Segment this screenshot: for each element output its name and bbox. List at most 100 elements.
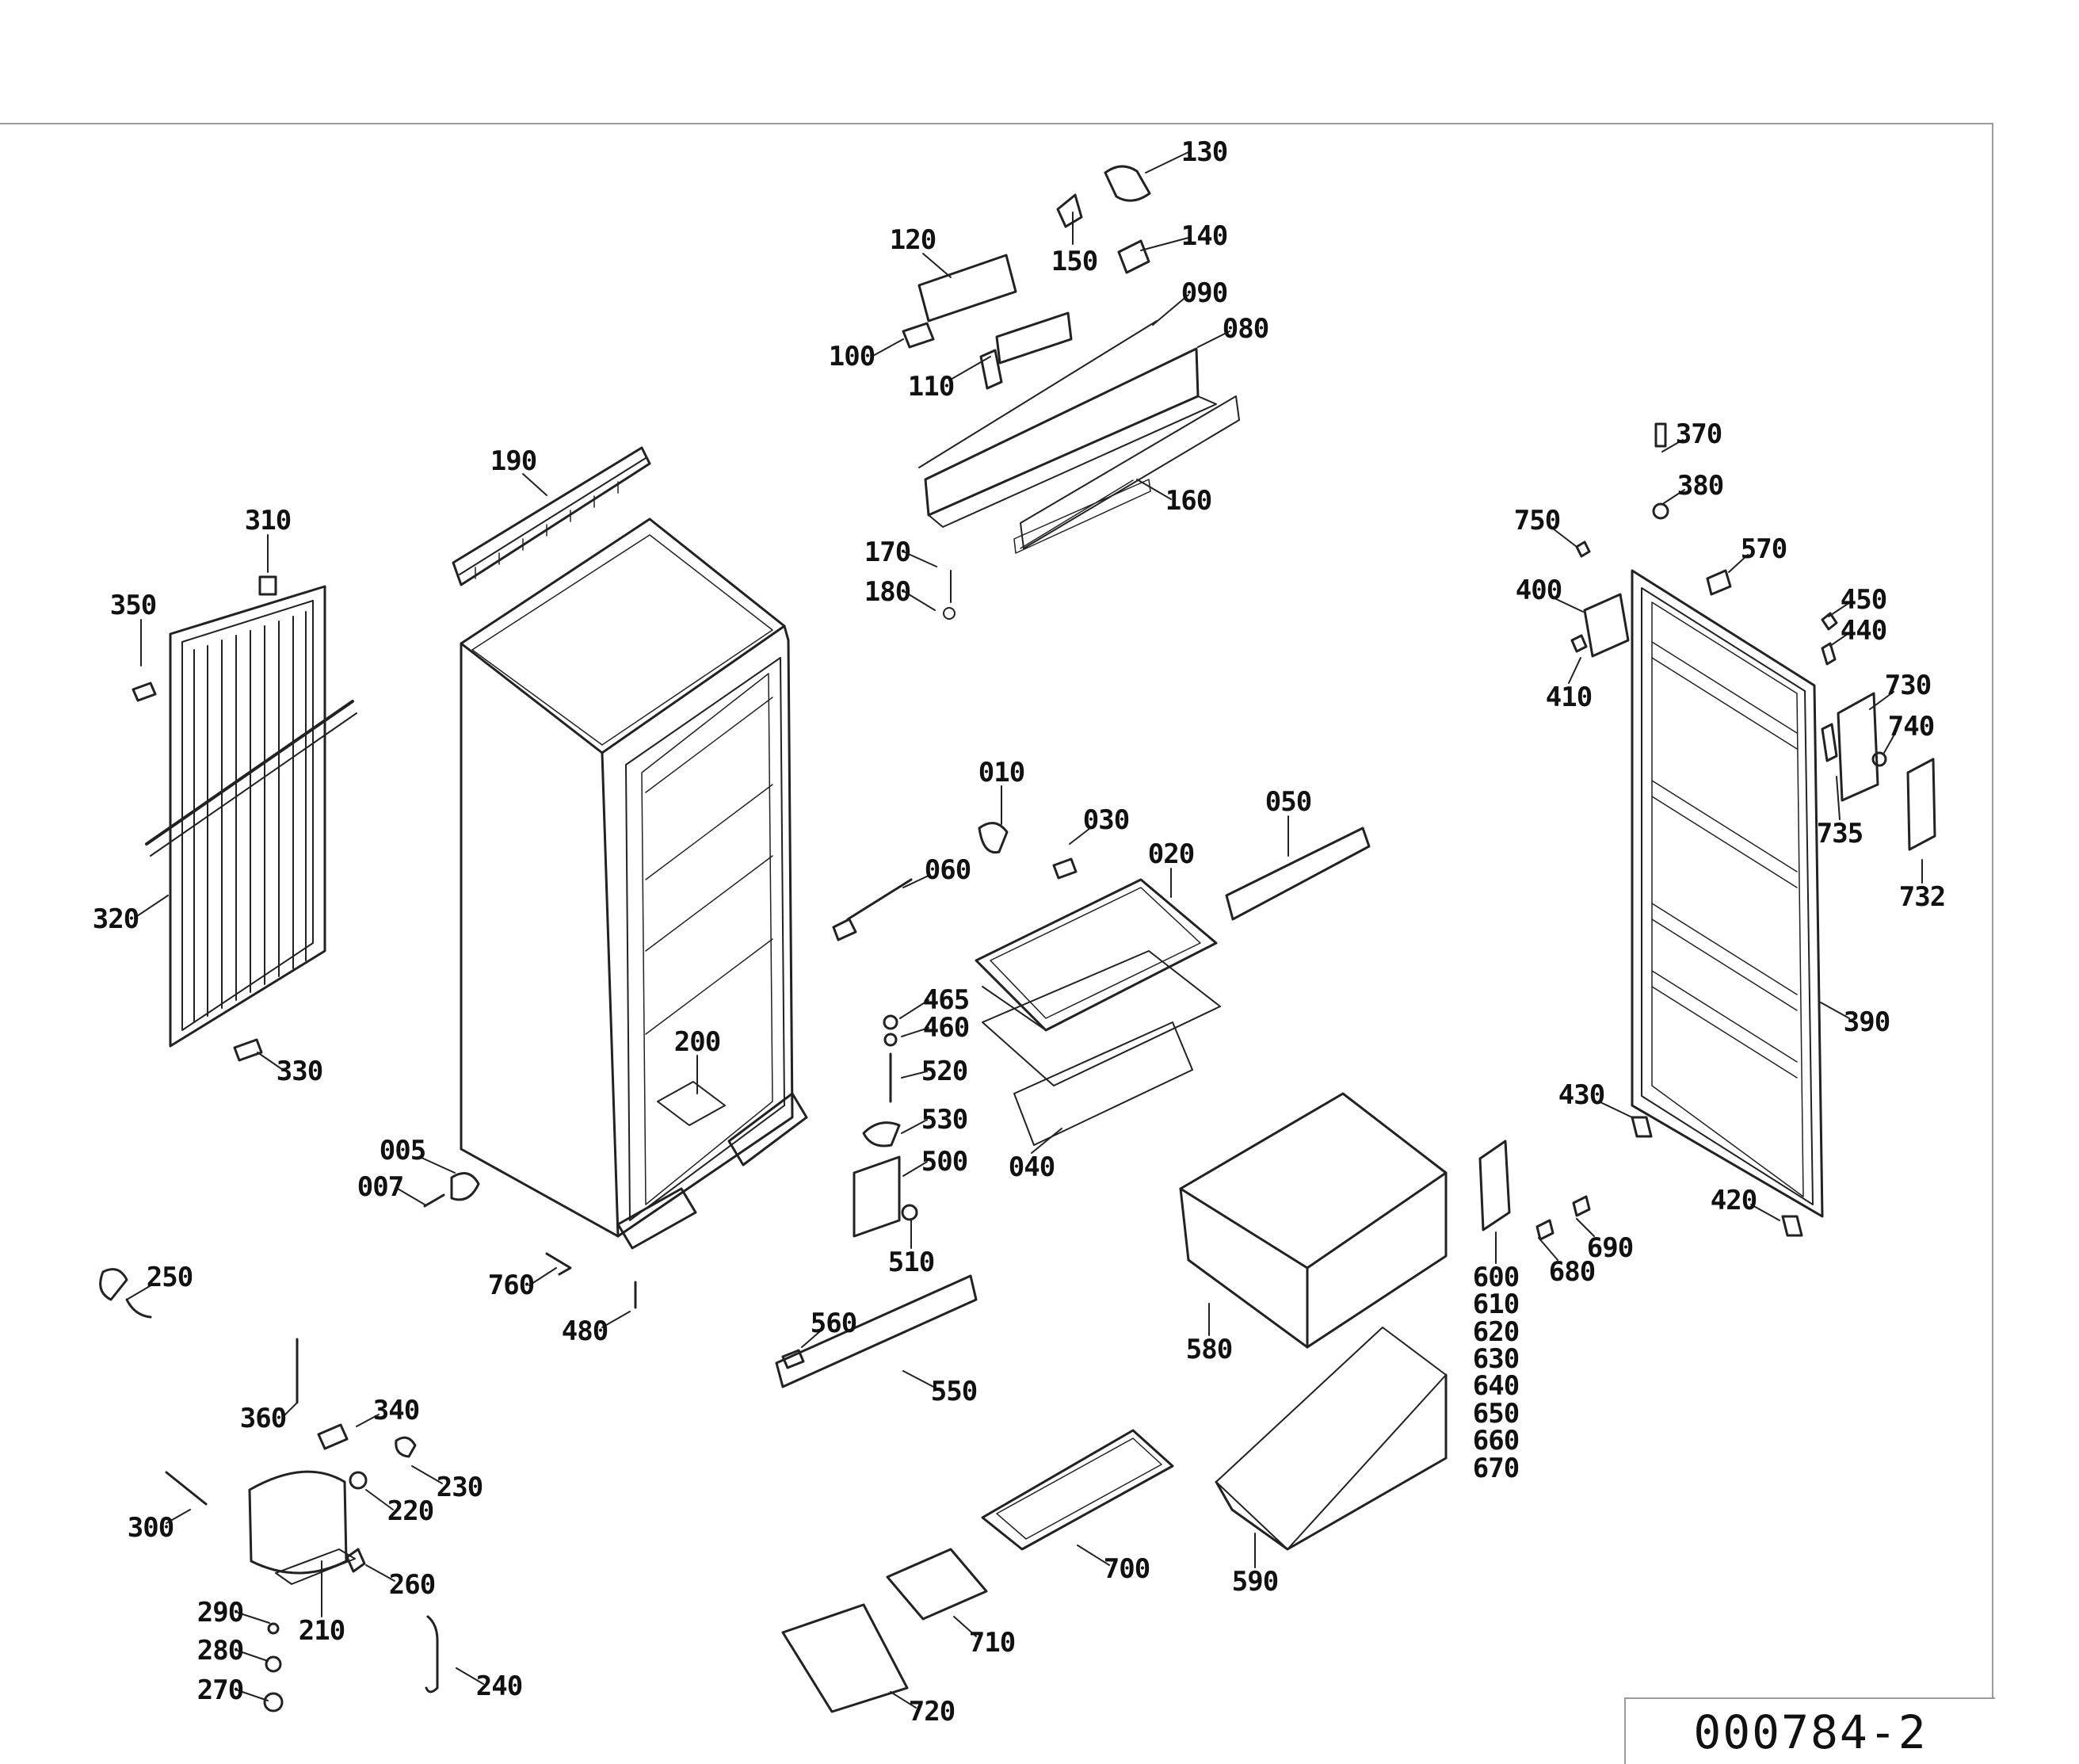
- part-label-340: 340: [372, 1395, 420, 1426]
- part-label-660: 660: [1472, 1425, 1520, 1457]
- leader-line-380: [1664, 490, 1684, 503]
- part-label-010: 010: [978, 757, 1025, 788]
- leader-line-080: [1198, 331, 1230, 347]
- leader-line-730: [1870, 692, 1894, 709]
- leader-line-735: [1837, 777, 1840, 819]
- bracket-760: [547, 1254, 570, 1274]
- part-label-140: 140: [1181, 220, 1228, 252]
- part-label-450: 450: [1840, 584, 1887, 616]
- bar-550: [776, 1276, 976, 1387]
- part-label-260: 260: [388, 1569, 436, 1601]
- part-label-170: 170: [864, 536, 911, 568]
- part-label-310: 310: [244, 505, 292, 536]
- leader-line-370: [1662, 440, 1683, 452]
- part-label-120: 120: [889, 224, 937, 256]
- part-label-160: 160: [1165, 485, 1212, 517]
- leader-line-440: [1830, 634, 1848, 646]
- compressor-assembly: [166, 1339, 437, 1711]
- part-label-150: 150: [1051, 246, 1098, 277]
- leader-line-040: [1032, 1128, 1062, 1153]
- part-label-530: 530: [921, 1104, 968, 1136]
- part-label-240: 240: [475, 1670, 523, 1702]
- leader-line-090: [1153, 295, 1188, 325]
- leader-line-007: [398, 1189, 425, 1205]
- leader-line-520: [902, 1071, 927, 1078]
- leader-line-400: [1554, 598, 1583, 612]
- leader-line-130: [1146, 152, 1188, 173]
- part-label-250: 250: [146, 1262, 193, 1293]
- part-label-300: 300: [127, 1512, 174, 1544]
- part-label-630: 630: [1472, 1343, 1520, 1375]
- part-label-690: 690: [1586, 1232, 1634, 1264]
- leader-line-750: [1553, 529, 1577, 547]
- part-label-130: 130: [1181, 136, 1228, 168]
- part-560: [783, 1350, 803, 1368]
- leader-line-100: [872, 339, 903, 357]
- leader-line-360: [283, 1403, 297, 1417]
- part-label-640: 640: [1472, 1370, 1520, 1402]
- leader-line-220: [366, 1490, 393, 1510]
- part-label-110: 110: [907, 371, 955, 403]
- leader-line-450: [1829, 604, 1848, 617]
- leader-line-120: [923, 254, 951, 277]
- part-label-330: 330: [276, 1056, 323, 1087]
- leader-line-480: [602, 1312, 630, 1327]
- leader-line-460: [902, 1028, 929, 1037]
- top-grille-190: [453, 448, 650, 585]
- part-label-570: 570: [1740, 533, 1787, 565]
- part-label-650: 650: [1472, 1398, 1520, 1430]
- leader-line-160: [1137, 479, 1171, 499]
- part-label-732: 732: [1898, 881, 1946, 913]
- part-label-090: 090: [1181, 277, 1228, 309]
- part-label-200: 200: [673, 1026, 721, 1058]
- part-label-550: 550: [930, 1376, 978, 1407]
- leader-line-240: [456, 1668, 483, 1684]
- leader-line-760: [529, 1268, 556, 1285]
- cabinet-body: [461, 519, 807, 1248]
- part-label-220: 220: [387, 1495, 434, 1527]
- part-label-270: 270: [196, 1674, 244, 1706]
- part-label-060: 060: [924, 854, 971, 886]
- part-label-320: 320: [92, 903, 139, 935]
- part-label-210: 210: [298, 1615, 345, 1647]
- leader-line-720: [891, 1692, 916, 1708]
- part-label-370: 370: [1675, 418, 1722, 450]
- part-label-005: 005: [379, 1135, 426, 1166]
- part-label-600: 600: [1472, 1262, 1520, 1293]
- part-label-710: 710: [968, 1627, 1016, 1659]
- part-label-230: 230: [436, 1472, 483, 1503]
- part-label-350: 350: [109, 590, 157, 621]
- door-390: [1632, 571, 1822, 1216]
- leader-line-700: [1078, 1545, 1109, 1565]
- part-label-007: 007: [357, 1171, 404, 1203]
- leader-line-330: [257, 1052, 283, 1070]
- part-label-620: 620: [1472, 1316, 1520, 1348]
- leader-line-550: [903, 1371, 937, 1388]
- part-label-190: 190: [490, 445, 537, 477]
- power-cord-250: [101, 1270, 151, 1317]
- drawing-number-box: 000784-2: [1624, 1697, 1995, 1764]
- part-label-460: 460: [922, 1012, 970, 1044]
- condenser-coil: [147, 586, 357, 1046]
- shelf-assembly: [976, 828, 1369, 1145]
- leader-line-680: [1539, 1238, 1558, 1260]
- part-label-430: 430: [1558, 1079, 1605, 1111]
- part-label-180: 180: [864, 576, 911, 608]
- leader-line-340: [357, 1415, 379, 1426]
- part-label-720: 720: [908, 1696, 956, 1728]
- part-label-380: 380: [1677, 470, 1724, 502]
- part-label-520: 520: [921, 1056, 968, 1087]
- part-label-390: 390: [1843, 1006, 1890, 1038]
- leader-line-530: [902, 1120, 927, 1133]
- part-010: [979, 823, 1007, 853]
- part-label-670: 670: [1472, 1453, 1520, 1484]
- leader-line-250: [127, 1284, 154, 1300]
- part-label-590: 590: [1231, 1566, 1279, 1598]
- drawing-number: 000784-2: [1693, 1705, 1928, 1759]
- leader-line-690: [1577, 1219, 1594, 1236]
- leader-line-260: [366, 1565, 395, 1581]
- leader-line-190: [523, 474, 547, 495]
- part-label-680: 680: [1548, 1256, 1596, 1288]
